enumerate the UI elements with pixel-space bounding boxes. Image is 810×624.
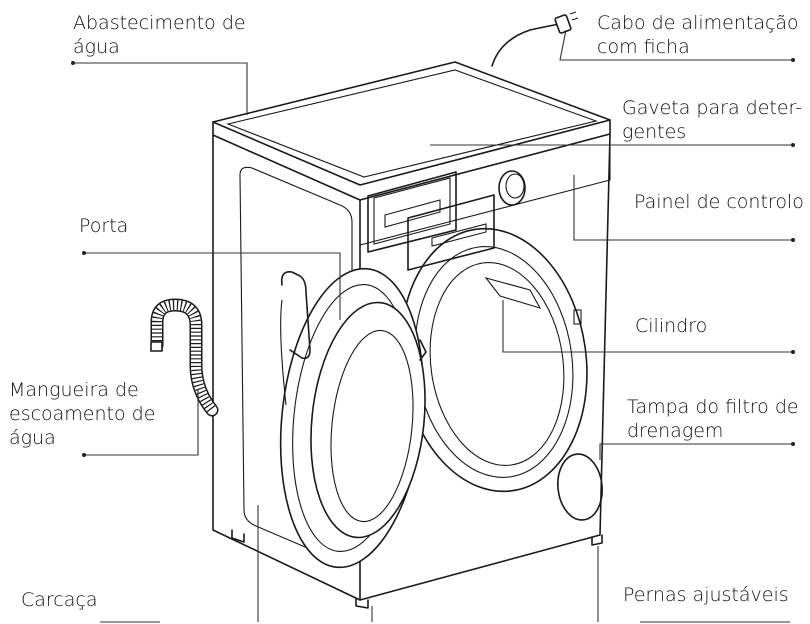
drain-hose	[150, 298, 219, 417]
label-water-supply-line2: água	[73, 36, 120, 58]
leader-lines	[71, 29, 795, 623]
door	[279, 267, 427, 569]
label-water-supply-line1: Abastecimento de	[73, 12, 246, 34]
label-power-cable-line2: com ficha	[597, 36, 690, 58]
label-power-cable-line1: Cabo de alimentação	[597, 12, 799, 34]
label-filter-cover: Tampa do filtro de drenagem	[627, 395, 799, 443]
adjustable-legs	[231, 529, 603, 609]
control-knob	[498, 170, 526, 206]
power-cable	[491, 11, 579, 67]
label-detergent-drawer-line1: Gaveta para deter-	[622, 97, 802, 119]
detergent-drawer	[367, 171, 495, 271]
label-housing: Carcaça	[21, 588, 97, 612]
label-filter-cover-line2: drenagem	[627, 420, 724, 442]
label-adjustable-legs-line1: Pernas ajustáveis	[623, 584, 789, 606]
label-control-panel: Painel de controlo	[634, 190, 804, 214]
label-drum-line1: Cilindro	[635, 315, 708, 337]
label-drain-hose-line2: escoamento de	[9, 403, 156, 425]
label-water-supply: Abastecimento de água	[73, 11, 246, 59]
label-drain-hose-line1: Mangueira de	[9, 379, 139, 401]
label-control-panel-line1: Painel de controlo	[634, 191, 804, 213]
label-drain-hose-line3: água	[9, 427, 56, 449]
label-drum: Cilindro	[635, 314, 707, 338]
label-filter-cover-line1: Tampa do filtro de	[627, 396, 799, 418]
label-housing-line1: Carcaça	[21, 589, 98, 611]
label-door: Porta	[79, 214, 128, 238]
filter-cover	[557, 453, 603, 521]
label-drain-hose: Mangueira de escoamento de água	[9, 378, 155, 450]
label-door-line1: Porta	[79, 215, 129, 237]
label-power-cable: Cabo de alimentação com ficha	[597, 11, 799, 59]
label-adjustable-legs: Pernas ajustáveis	[623, 583, 789, 607]
label-detergent-drawer: Gaveta para deter- gentes	[622, 96, 802, 144]
label-detergent-drawer-line2: gentes	[622, 121, 687, 143]
